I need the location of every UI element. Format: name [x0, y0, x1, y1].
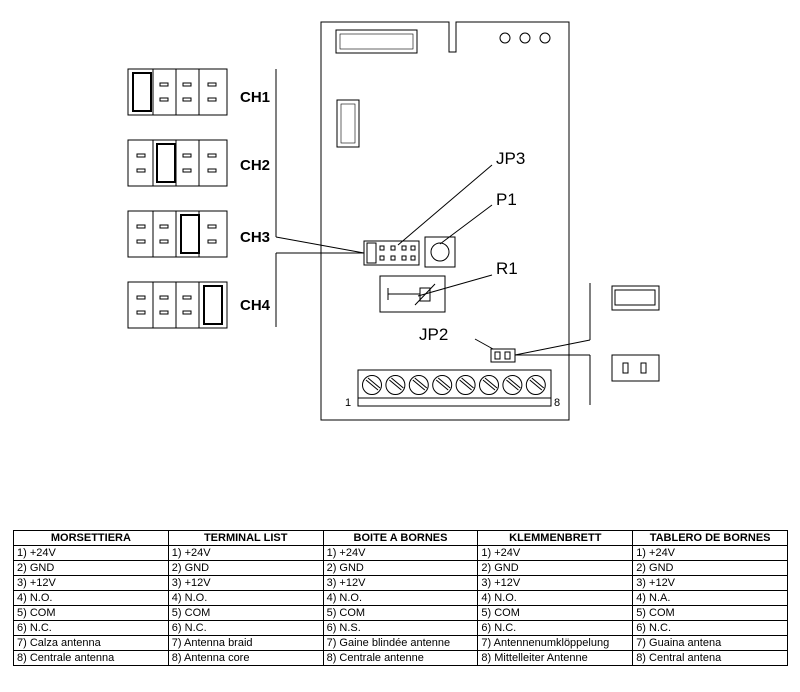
table-cell: 8) Mittelleiter Antenne — [477, 650, 634, 666]
board-side-component — [336, 99, 360, 148]
table-cell: 4) N.O. — [13, 590, 169, 606]
table-cell: 6) N.C. — [632, 620, 788, 636]
table-cell: 6) N.S. — [322, 620, 479, 636]
table-cell: 5) COM — [477, 605, 634, 621]
terminal-block — [357, 369, 552, 407]
table-cell: 4) N.O. — [477, 590, 634, 606]
table-cell: 4) N.A. — [632, 590, 788, 606]
terminal-screw — [479, 375, 499, 395]
board-top-component — [335, 29, 418, 54]
table-cell: 4) N.O. — [322, 590, 479, 606]
table-cell: 1) +24V — [632, 545, 788, 561]
table-cell: 6) N.C. — [13, 620, 169, 636]
table-cell: 3) +12V — [477, 575, 634, 591]
table-cell: 2) GND — [167, 560, 324, 576]
table-cell: 8) Centrale antenna — [13, 650, 169, 666]
terminal-first-label: 1 — [345, 397, 351, 409]
ch2-label: CH2 — [240, 157, 270, 174]
table-cell: 5) COM — [167, 605, 324, 621]
table-cell: 1) +24V — [167, 545, 324, 561]
table-cell: 7) Antennenumklöppelung — [477, 635, 634, 651]
table-cell: 3) +12V — [13, 575, 169, 591]
terminal-screw — [525, 375, 546, 395]
terminal-screw — [385, 375, 406, 395]
table-cell: 2) GND — [13, 560, 169, 576]
led-indicators — [499, 32, 551, 44]
ch2-jumper-block — [127, 139, 228, 187]
terminal-last-label: 8 — [554, 397, 560, 409]
table-cell: 2) GND — [322, 560, 479, 576]
table-cell: 3) +12V — [322, 575, 479, 591]
r1-trimmer — [379, 275, 446, 313]
jp3-header — [363, 240, 420, 266]
terminal-screw — [502, 375, 523, 395]
p1-label: P1 — [496, 190, 517, 209]
table-cell: 4) N.O. — [167, 590, 324, 606]
table-row: 6) N.C.6) N.C.6) N.S.6) N.C.6) N.C. — [13, 620, 788, 636]
table-header-row: MORSETTIERA TERMINAL LIST BOITE A BORNES… — [13, 530, 788, 546]
ch3-label: CH3 — [240, 229, 270, 246]
table-cell: 2) GND — [632, 560, 788, 576]
ch4-label: CH4 — [240, 297, 271, 314]
table-cell: 1) +24V — [13, 545, 169, 561]
terminal-screw — [362, 375, 382, 395]
jp3-label: JP3 — [496, 149, 525, 168]
ch3-jumper-block — [127, 210, 228, 258]
ch4-jumper-block — [127, 281, 228, 329]
ch1-label: CH1 — [240, 89, 270, 106]
jp2-label: JP2 — [419, 325, 448, 344]
terminal-screw — [432, 375, 453, 395]
jp2-state-open — [611, 285, 660, 311]
table-cell: 7) Calza antenna — [13, 635, 169, 651]
table-cell: 7) Antenna braid — [167, 635, 324, 651]
table-cell: 3) +12V — [167, 575, 324, 591]
table-cell: 1) +24V — [477, 545, 634, 561]
column-header: TABLERO DE BORNES — [632, 530, 788, 546]
column-header: KLEMMENBRETT — [477, 530, 634, 546]
table-cell: 5) COM — [632, 605, 788, 621]
table-cell: 3) +12V — [632, 575, 788, 591]
jp2-state-closed — [611, 354, 660, 382]
p1-button — [424, 236, 456, 268]
terminal-screw — [455, 375, 476, 395]
table-cell: 5) COM — [13, 605, 169, 621]
table-cell: 6) N.C. — [167, 620, 324, 636]
table-cell: 7) Gaine blindée antenne — [322, 635, 479, 651]
table-cell: 8) Central antena — [632, 650, 788, 666]
table-cell: 2) GND — [477, 560, 634, 576]
terminal-list-table: MORSETTIERA TERMINAL LIST BOITE A BORNES… — [13, 530, 788, 666]
column-header: BOITE A BORNES — [322, 530, 479, 546]
table-cell: 8) Antenna core — [167, 650, 324, 666]
column-header: MORSETTIERA — [13, 530, 169, 546]
table-cell: 5) COM — [322, 605, 479, 621]
jp2-jumper — [490, 348, 516, 363]
r1-label: R1 — [496, 259, 518, 278]
table-cell: 6) N.C. — [477, 620, 634, 636]
table-row: 4) N.O.4) N.O.4) N.O.4) N.O.4) N.A. — [13, 590, 788, 606]
table-cell: 8) Centrale antenne — [322, 650, 479, 666]
table-cell: 7) Guaina antena — [632, 635, 788, 651]
board-outline — [320, 21, 570, 421]
column-header: TERMINAL LIST — [167, 530, 324, 546]
wiring-diagram: JP3 P1 R1 JP2 CH1 CH2 CH3 CH4 1 8 — [127, 21, 660, 421]
terminal-screw — [408, 375, 429, 395]
leader-lines — [275, 69, 591, 405]
table-cell: 1) +24V — [322, 545, 479, 561]
ch1-jumper-block — [127, 68, 228, 116]
